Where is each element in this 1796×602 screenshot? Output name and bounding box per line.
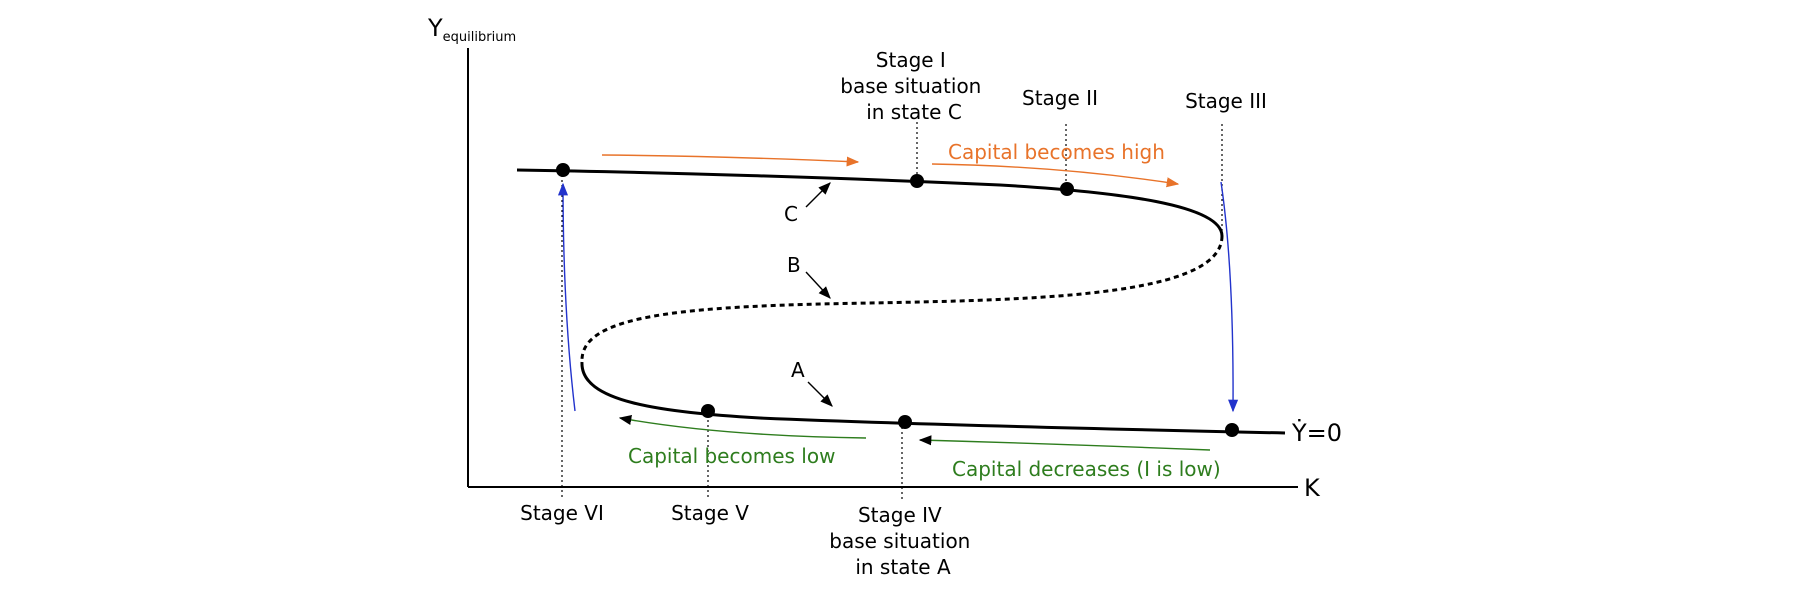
- stage-4-label: Stage IV base situation in state A: [829, 503, 976, 579]
- capital-low-text: Capital becomes low: [628, 444, 835, 468]
- orange-arrow-right: [931, 163, 1180, 188]
- green-arrow-left: [618, 415, 867, 439]
- curve-label: Ẏ=0: [1291, 418, 1342, 447]
- stage-1-point: [910, 174, 924, 188]
- branch-a-arrow: [807, 381, 833, 407]
- stage-5-point: [701, 404, 715, 418]
- stage-3-label: Stage III: [1185, 89, 1267, 113]
- stage-6-point: [556, 163, 570, 177]
- stage-2-point: [1060, 182, 1074, 196]
- blue-jump-down-arrow: [1220, 181, 1239, 413]
- curve-branch-c: [516, 168, 1224, 237]
- stage-4-point: [898, 415, 912, 429]
- stage-5-label: Stage V: [671, 501, 749, 525]
- capital-decreases-text: Capital decreases (I is low): [952, 457, 1221, 481]
- stage-2-label: Stage II: [1022, 86, 1098, 110]
- stage-1-label: Stage I base situation in state C: [840, 48, 987, 124]
- branch-b-arrow: [805, 271, 831, 299]
- orange-arrow-left: [601, 154, 860, 167]
- stage-6-label: Stage VI: [520, 501, 604, 525]
- branch-c-arrow: [805, 182, 831, 208]
- blue-jump-up-arrow: [557, 182, 576, 412]
- x-axis-label: K: [1304, 474, 1321, 502]
- capital-high-text: Capital becomes high: [948, 140, 1165, 164]
- branch-b-label: B: [787, 253, 801, 277]
- branch-a-label: A: [791, 358, 805, 382]
- curve-branch-b: [580, 235, 1224, 363]
- stage-3-low-point: [1225, 423, 1239, 437]
- green-arrow-right: [918, 435, 1211, 451]
- branch-c-label: C: [784, 202, 798, 226]
- curve-branch-a: [580, 361, 1286, 435]
- y-axis-label: Yequilibrium: [427, 14, 516, 45]
